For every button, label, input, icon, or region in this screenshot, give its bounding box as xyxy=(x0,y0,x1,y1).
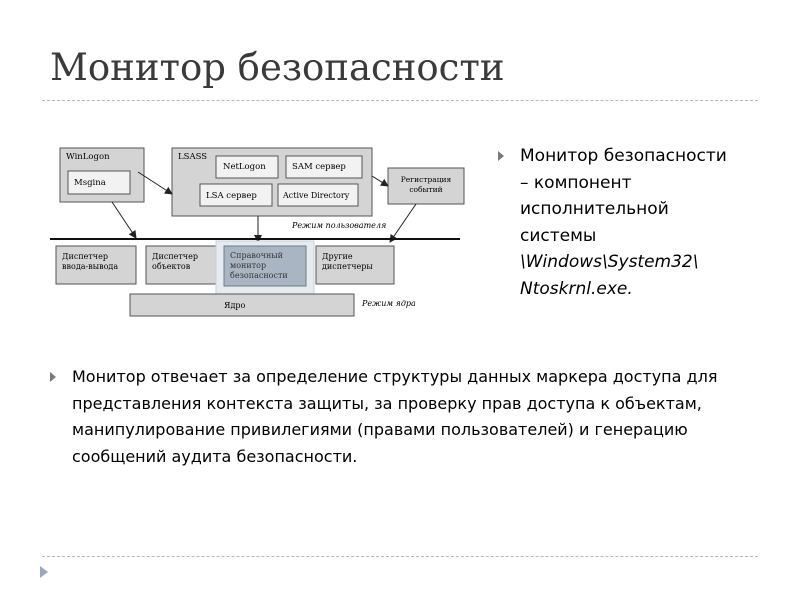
side-bullet-icon xyxy=(498,151,504,161)
side-bullet-plain: Монитор безопасности – компонент исполни… xyxy=(520,146,727,246)
srm-label-1: Справочный xyxy=(230,251,283,260)
kernel-mode-label: Режим ядра xyxy=(361,299,416,308)
footer-divider xyxy=(42,556,758,557)
io-manager-box xyxy=(55,245,137,285)
winlogon-label: WinLogon xyxy=(66,152,110,162)
security-reference-monitor-box xyxy=(223,245,307,287)
sam-server-label: SAM сервер xyxy=(292,162,346,172)
arrow-winlogon-down xyxy=(111,201,137,239)
main-bullet-icon xyxy=(50,372,56,382)
event-log-box xyxy=(387,167,465,205)
arrow-lsass-eventlog xyxy=(371,175,389,187)
side-bullet-text: Монитор безопасности – компонент исполни… xyxy=(520,143,740,302)
active-directory-box xyxy=(277,183,359,207)
lsa-server-label: LSA сервер xyxy=(206,191,257,201)
object-manager-label-2: объектов xyxy=(152,262,191,271)
side-bullet-file: Ntoskrnl.exe. xyxy=(520,278,633,299)
lsa-server-box xyxy=(199,183,273,207)
other-managers-label-2: диспетчеры xyxy=(322,262,373,271)
sam-server-box xyxy=(285,155,363,179)
msgina-label: Msgina xyxy=(74,178,106,188)
main-bullet-text: Монитор отвечает за определение структур… xyxy=(72,367,718,466)
msgina-box xyxy=(67,170,131,195)
active-directory-label: Active Directory xyxy=(282,191,350,200)
kernel-box xyxy=(129,293,355,317)
io-manager-label-2: ввода-вывода xyxy=(62,262,118,271)
side-bullet-path: \Windows\System32\ xyxy=(520,252,699,272)
arrow-eventlog-down xyxy=(389,203,417,243)
slide-title: Монитор безопасности xyxy=(50,46,505,89)
event-log-label-2: событий xyxy=(409,185,442,194)
arrow-winlogon-lsass xyxy=(137,171,173,195)
srm-label-2: монитор xyxy=(230,261,266,270)
other-managers-label-1: Другие xyxy=(322,252,353,261)
event-log-label-1: Регистрация xyxy=(401,175,452,184)
other-managers-box xyxy=(315,245,395,285)
user-mode-label: Режим пользователя xyxy=(291,221,386,230)
footer-arrow-icon xyxy=(40,566,48,578)
netlogon-box xyxy=(215,155,279,179)
object-manager-label-1: Диспетчер xyxy=(152,252,198,261)
title-divider xyxy=(42,100,758,101)
kernel-label: Ядро xyxy=(224,301,246,310)
lsass-label: LSASS xyxy=(178,152,207,162)
security-architecture-diagram: WinLogon Msgina LSASS NetLogon SAM серве… xyxy=(50,147,465,317)
netlogon-label: NetLogon xyxy=(223,162,266,172)
srm-label-3: безопасности xyxy=(230,271,288,280)
io-manager-label-1: Диспетчер xyxy=(62,252,108,261)
